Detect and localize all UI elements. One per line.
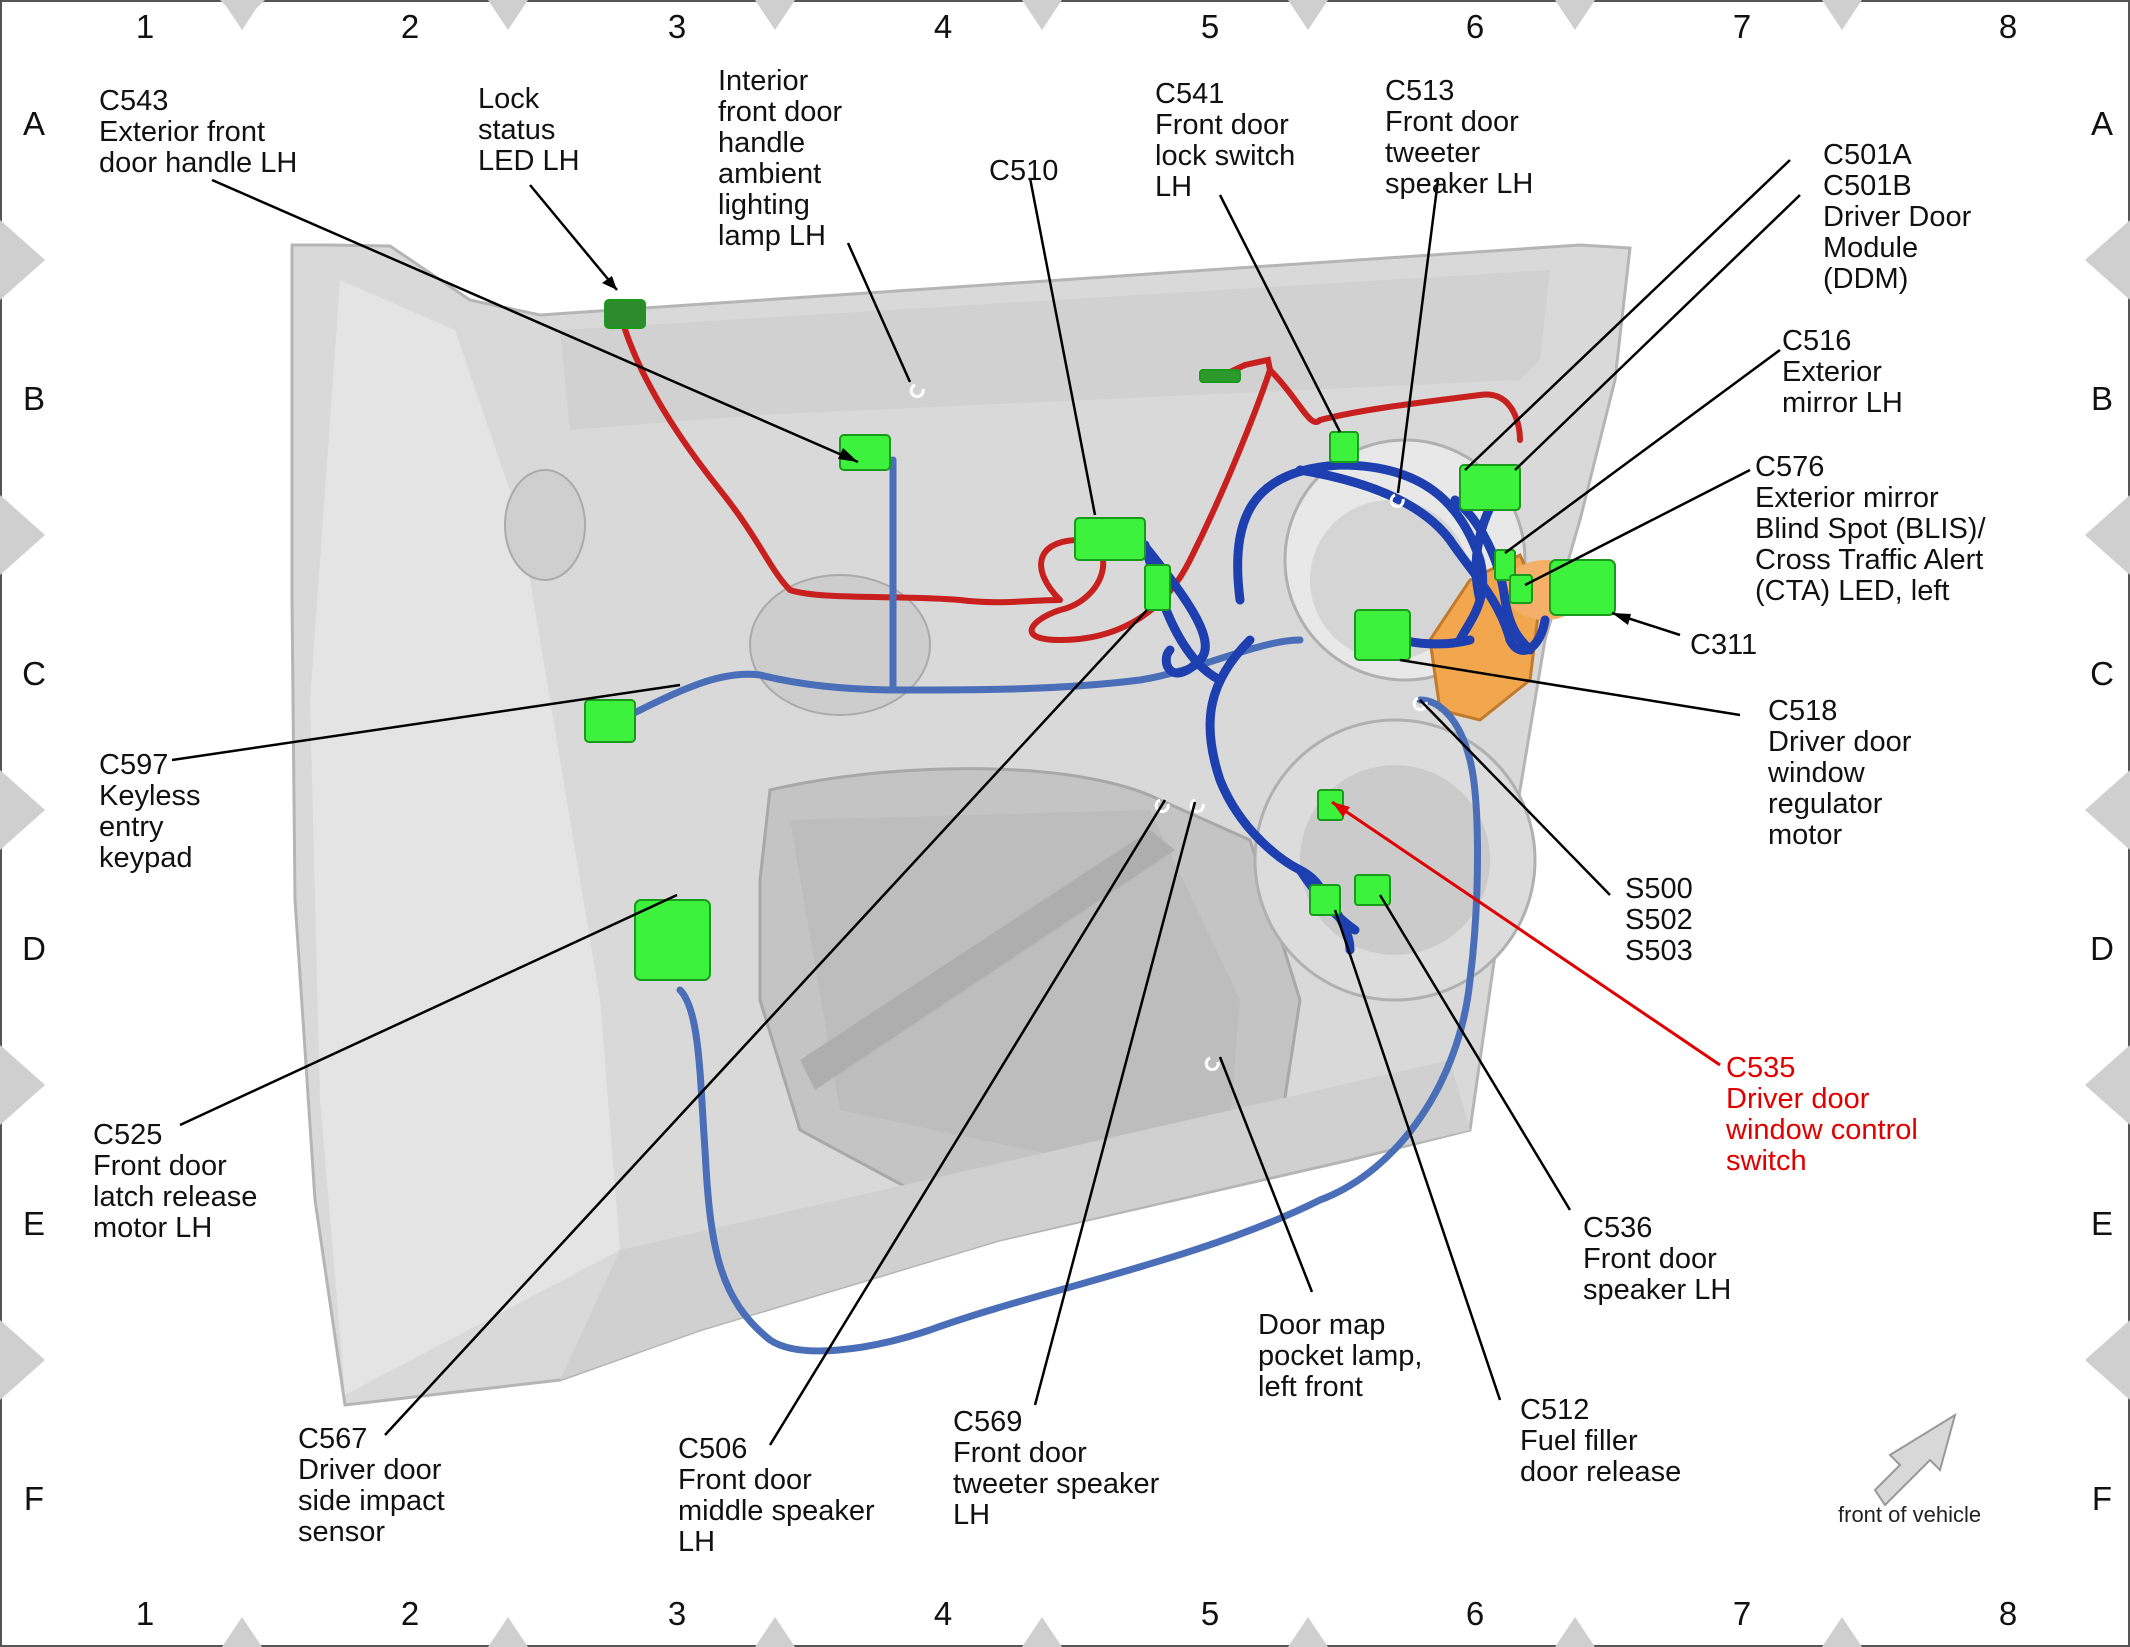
grid-col-1-bottom: 1 (135, 1595, 155, 1632)
connector-c597 (584, 699, 636, 743)
grid-col-7-bottom: 7 (1732, 1595, 1752, 1632)
label-c510: C510 (989, 155, 1059, 187)
grid-col-3-bottom: 3 (667, 1595, 687, 1632)
grid-row-b: B (22, 380, 45, 417)
connector-c512 (1309, 884, 1341, 916)
grid-row-e: E (22, 1205, 45, 1242)
grid-col-4: 4 (933, 8, 953, 45)
grid-col-8-bottom: 8 (1998, 1595, 2018, 1632)
connector-c525 (634, 899, 711, 981)
connector-c311 (1549, 559, 1616, 616)
grid-row-f: F (23, 1480, 45, 1517)
label-c311: C311 (1690, 629, 1758, 661)
connector-c576 (1509, 574, 1533, 604)
grid-row-d: D (22, 930, 46, 967)
grid-col-5-bottom: 5 (1200, 1595, 1220, 1632)
front-of-vehicle-label: front of vehicle (1838, 1502, 1982, 1527)
connector-c510b (1144, 564, 1171, 611)
door-panel (290, 243, 1632, 1407)
grid-col-4-bottom: 4 (933, 1595, 953, 1632)
grid-row-c: C (22, 655, 46, 692)
grid-row-e-right: E (2090, 1205, 2113, 1242)
grid-row-b-right: B (2090, 380, 2113, 417)
connectors (584, 299, 1616, 981)
connector-c516 (1494, 549, 1516, 581)
connector-c518 (1354, 609, 1411, 661)
grid-row-a-right: A (2090, 105, 2113, 142)
front-of-vehicle-arrow-icon (1873, 1412, 1957, 1507)
connector-c513-inline (1199, 369, 1241, 383)
grid-row-d-right: D (2090, 930, 2114, 967)
grid-col-6: 6 (1465, 8, 1485, 45)
grid-col-1: 1 (135, 8, 155, 45)
connector-c543 (839, 434, 891, 471)
grid-row-c-right: C (2090, 655, 2114, 692)
grid-col-2: 2 (400, 8, 420, 45)
grid-row-f-right: F (2091, 1480, 2113, 1517)
connector-c501 (1459, 464, 1521, 511)
connector-c535 (1317, 789, 1344, 821)
grid-col-3: 3 (667, 8, 687, 45)
connector-lock-led (604, 299, 646, 329)
leader-lines (171, 159, 1801, 1446)
grid-col-2-bottom: 2 (400, 1595, 420, 1632)
grid-col-5: 5 (1200, 8, 1220, 45)
grid-col-7: 7 (1732, 8, 1752, 45)
grid-row-a: A (22, 105, 45, 142)
connector-c510 (1074, 517, 1146, 561)
grid-col-8: 8 (1998, 8, 2018, 45)
grid-col-6-bottom: 6 (1465, 1595, 1485, 1632)
connector-c541 (1329, 431, 1359, 463)
